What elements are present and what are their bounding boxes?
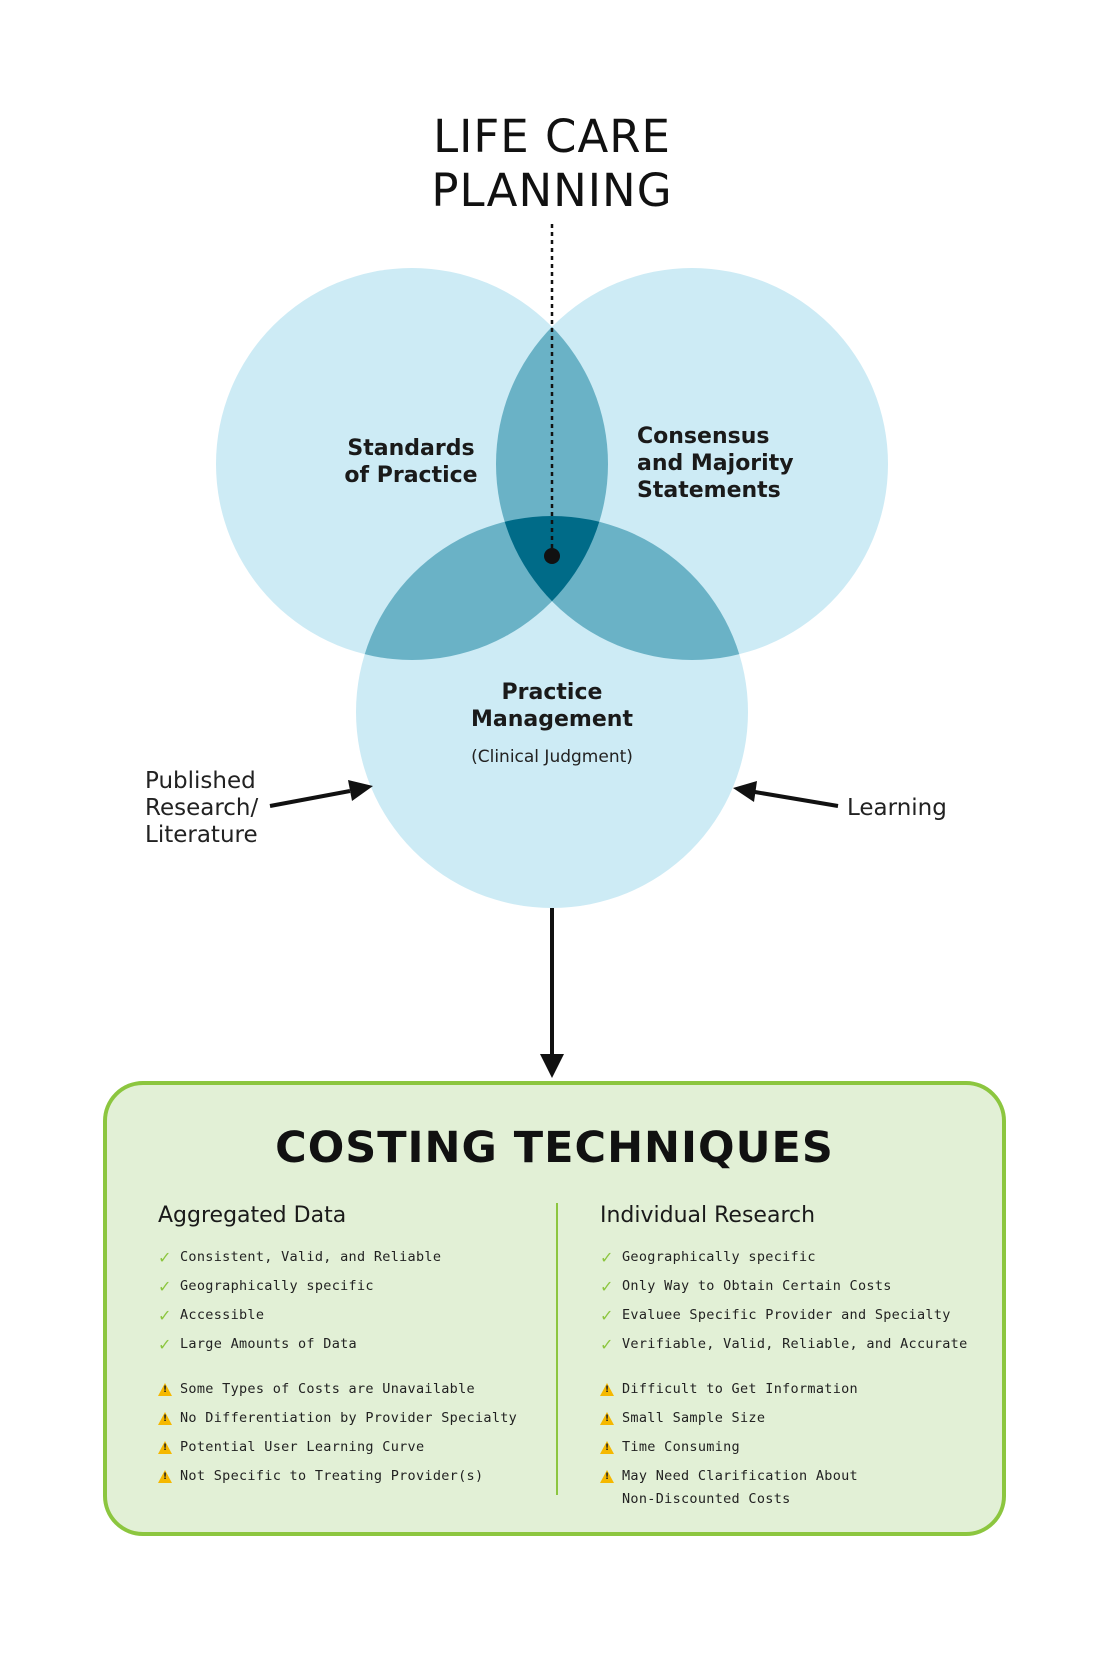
warning-icon: [600, 1470, 614, 1484]
list-item: Difficult to Get Information: [600, 1378, 1000, 1407]
pro-text: Geographically specific: [622, 1249, 816, 1266]
individual-research-heading: Individual Research: [600, 1203, 816, 1228]
diagram-title-line-1: LIFE CARE: [433, 110, 671, 163]
con-text: Time Consuming: [622, 1439, 740, 1456]
warning-icon: [158, 1470, 172, 1484]
overlap-standards-practice: [356, 516, 608, 660]
list-item: ✓ Only Way to Obtain Certain Costs: [600, 1275, 1000, 1304]
check-icon: ✓: [600, 1306, 614, 1326]
warning-icon: [600, 1383, 614, 1397]
warning-icon: [158, 1412, 172, 1426]
list-item: ✓ Consistent, Valid, and Reliable: [158, 1246, 548, 1275]
con-text: Not Specific to Treating Provider(s): [180, 1468, 484, 1485]
published-research-label-line-3: Literature: [145, 822, 258, 848]
list-item: ✓ Evaluee Specific Provider and Specialty: [600, 1304, 1000, 1333]
warning-icon: [600, 1412, 614, 1426]
learning-label: Learning: [847, 795, 947, 821]
con-text: Potential User Learning Curve: [180, 1439, 425, 1456]
pro-text: Verifiable, Valid, Reliable, and Accurat…: [622, 1336, 968, 1353]
practice-label-subtitle: (Clinical Judgment): [471, 747, 633, 767]
pro-text: Large Amounts of Data: [180, 1336, 357, 1353]
aggregated-pros-list: ✓ Consistent, Valid, and Reliable ✓ Geogra…: [158, 1246, 548, 1362]
consensus-label-line-1: Consensus: [637, 424, 769, 449]
costing-techniques-box: COSTING TECHNIQUES Aggregated Data ✓ Cons…: [103, 1081, 1006, 1536]
check-icon: ✓: [158, 1335, 172, 1355]
overlap-consensus-practice: [496, 516, 748, 660]
con-text: Difficult to Get Information: [622, 1381, 858, 1398]
right-input-arrow: [733, 781, 839, 808]
aggregated-data-heading: Aggregated Data: [158, 1203, 347, 1228]
con-text: No Differentiation by Provider Specialty: [180, 1410, 518, 1427]
con-text: Some Types of Costs are Unavailable: [180, 1381, 475, 1398]
aggregated-cons-list: Some Types of Costs are Unavailable No D…: [158, 1378, 548, 1494]
costing-techniques-title: COSTING TECHNIQUES: [275, 1123, 834, 1173]
published-research-label-line-2: Research/: [145, 795, 258, 821]
standards-label-line-2: of Practice: [344, 463, 477, 488]
list-item: Potential User Learning Curve: [158, 1436, 548, 1465]
pro-text: Geographically specific: [180, 1278, 374, 1295]
list-item: No Differentiation by Provider Specialty: [158, 1407, 548, 1436]
pro-text: Accessible: [180, 1307, 265, 1324]
published-research-label-line-1: Published: [145, 768, 256, 794]
individual-research-column: Individual Research ✓ Geographically spec…: [600, 1203, 1000, 1511]
check-icon: ✓: [600, 1248, 614, 1268]
check-icon: ✓: [600, 1335, 614, 1355]
practice-label-line-2: Management: [471, 707, 633, 732]
column-divider: [556, 1203, 558, 1495]
pro-text: Consistent, Valid, and Reliable: [180, 1249, 442, 1266]
standards-label-line-1: Standards: [347, 436, 474, 461]
venn-diagram: LIFE CARE PLANNING Standards of Practice…: [145, 110, 947, 1078]
individual-cons-list: Difficult to Get Information Small Sampl…: [600, 1378, 1000, 1511]
warning-icon: [158, 1441, 172, 1455]
consensus-label-line-3: Statements: [637, 478, 781, 503]
list-item: May Need Clarification About Non-Discoun…: [600, 1465, 872, 1511]
pro-text: Evaluee Specific Provider and Specialty: [622, 1307, 951, 1324]
con-text: May Need Clarification About Non-Discoun…: [622, 1468, 858, 1508]
list-item: Small Sample Size: [600, 1407, 1000, 1436]
down-arrow: [540, 908, 564, 1078]
list-item: Not Specific to Treating Provider(s): [158, 1465, 548, 1494]
check-icon: ✓: [158, 1277, 172, 1297]
aggregated-data-column: Aggregated Data ✓ Consistent, Valid, and …: [158, 1203, 548, 1494]
check-icon: ✓: [600, 1277, 614, 1297]
warning-icon: [158, 1383, 172, 1397]
pro-text: Only Way to Obtain Certain Costs: [622, 1278, 892, 1295]
list-item: ✓ Accessible: [158, 1304, 548, 1333]
practice-label-line-1: Practice: [502, 680, 603, 705]
list-item: ✓ Verifiable, Valid, Reliable, and Accura…: [600, 1333, 1000, 1362]
list-item: ✓ Geographically specific: [158, 1275, 548, 1304]
con-text: Small Sample Size: [622, 1410, 766, 1427]
diagram-title-line-2: PLANNING: [431, 164, 672, 217]
individual-pros-list: ✓ Geographically specific ✓ Only Way to Ob…: [600, 1246, 1000, 1362]
center-point-dot: [544, 548, 560, 564]
list-item: Some Types of Costs are Unavailable: [158, 1378, 548, 1407]
list-item: ✓ Large Amounts of Data: [158, 1333, 548, 1362]
list-item: Time Consuming: [600, 1436, 1000, 1465]
consensus-label-line-2: and Majority: [637, 451, 794, 476]
check-icon: ✓: [158, 1306, 172, 1326]
list-item: ✓ Geographically specific: [600, 1246, 1000, 1275]
left-input-arrow: [269, 780, 373, 808]
check-icon: ✓: [158, 1248, 172, 1268]
warning-icon: [600, 1441, 614, 1455]
